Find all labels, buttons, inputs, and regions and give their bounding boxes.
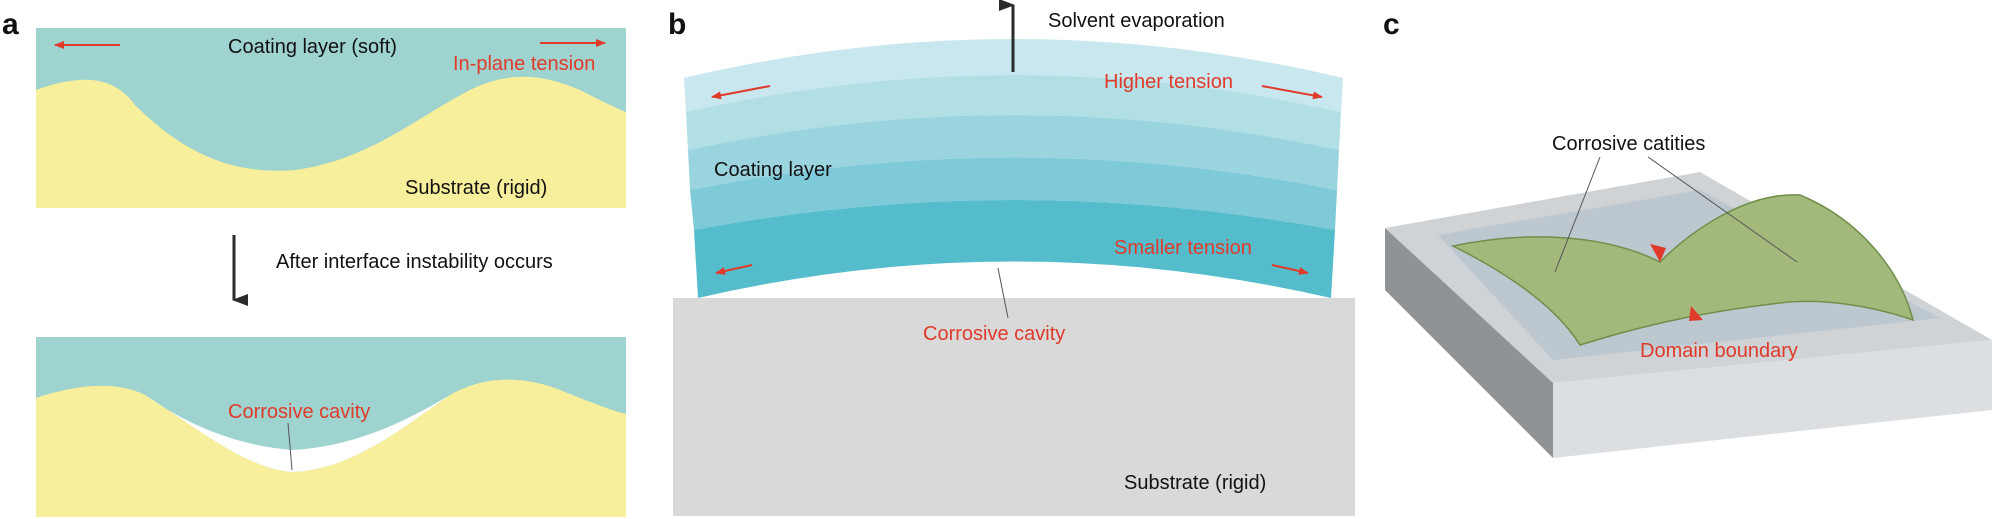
- panel-a-top-substrate: [36, 76, 626, 208]
- panel-a: a Coating layer (soft) In-plane tension …: [2, 8, 626, 517]
- coating-band-3: [688, 115, 1339, 190]
- cavities-pointer-line-1: [1554, 156, 1601, 273]
- coating-layer-label-b: Coating layer: [714, 159, 832, 181]
- in-plane-tension-label: In-plane tension: [453, 53, 595, 75]
- corrosive-cavities-label: Corrosive catities: [1552, 133, 1705, 155]
- panel-a-before-schematic: [36, 28, 626, 208]
- panel-a-bottom-substrate: [36, 379, 626, 517]
- coating-layer-soft-label: Coating layer (soft): [228, 36, 397, 58]
- smaller-tension-arrow-right: [1271, 264, 1309, 275]
- domain-boundary-label: Domain boundary: [1640, 340, 1798, 362]
- panel-b-substrate: [673, 298, 1355, 516]
- corrosive-cavity-shape: [145, 395, 450, 472]
- panel-a-after-schematic: [36, 337, 626, 517]
- cavity-pointer-line: [287, 422, 293, 471]
- higher-tension-arrow-right: [1261, 85, 1323, 100]
- solvent-evaporation-label: Solvent evaporation: [1048, 10, 1225, 32]
- corrosive-cavity-label-a: Corrosive cavity: [228, 401, 370, 423]
- coating-band-2: [686, 75, 1341, 150]
- panel-c-letter: c: [1383, 8, 1400, 41]
- corrosive-cavity-label-b: Corrosive cavity: [923, 323, 1065, 345]
- domain-film: [1450, 194, 1915, 346]
- panel-c: c Corrosive catities Domain boundary: [1383, 8, 1992, 458]
- block-front-face: [1553, 340, 1992, 458]
- coating-band-4: [690, 157, 1337, 230]
- cavity-pointer-line-b: [997, 267, 1009, 319]
- boundary-marker-lower: [1689, 306, 1703, 321]
- substrate-rigid-label-b: Substrate (rigid): [1124, 472, 1266, 494]
- after-instability-label: After interface instability occurs: [276, 251, 553, 273]
- boundary-marker-upper: [1650, 244, 1666, 262]
- panel-a-letter: a: [2, 8, 19, 41]
- substrate-rigid-label-a: Substrate (rigid): [405, 177, 547, 199]
- panel-b: b Solvent evaporation Higher tension Coa…: [668, 0, 1355, 516]
- smaller-tension-arrow-left: [715, 264, 753, 275]
- coating-band-1: [684, 39, 1343, 112]
- cavities-pointer-line-2: [1647, 156, 1798, 263]
- block-left-face: [1385, 228, 1553, 458]
- higher-tension-label: Higher tension: [1104, 71, 1233, 93]
- smaller-tension-label: Smaller tension: [1114, 237, 1252, 259]
- coating-band-5: [694, 200, 1335, 298]
- higher-tension-arrow-left: [711, 85, 771, 100]
- panel-b-letter: b: [668, 8, 686, 41]
